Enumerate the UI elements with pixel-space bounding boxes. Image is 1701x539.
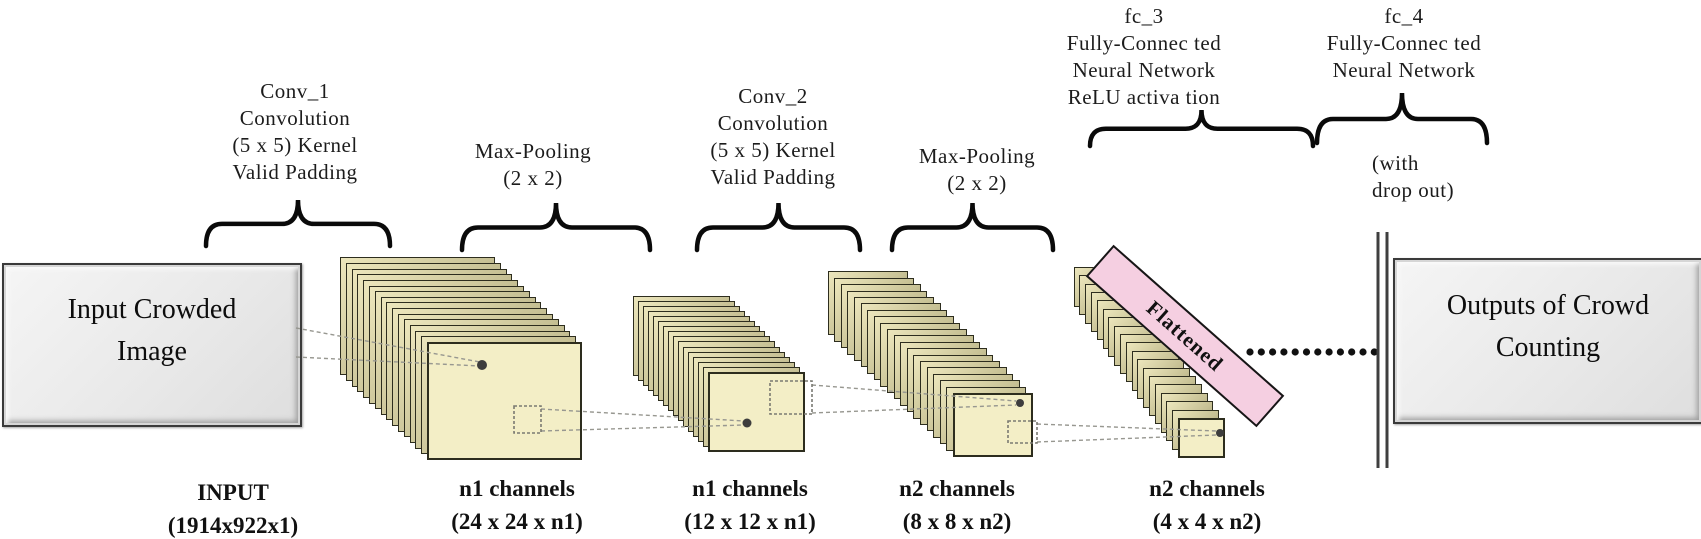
dim-line: (8 x 8 x n2) <box>902 509 1012 534</box>
maxpool2-label: Max-Pooling (2 x 2) <box>867 143 1087 197</box>
dotted-line-dot <box>1291 348 1299 356</box>
dotted-line-dot <box>1246 348 1254 356</box>
dotted-line-dot <box>1359 348 1367 356</box>
pool2-stack-front-face <box>1178 418 1225 458</box>
maxpool2-line: Max-Pooling <box>918 144 1036 168</box>
pool1-dims-label: n1 channels (12 x 12 x n1) <box>640 472 860 538</box>
dropout-note: (with drop out) <box>1372 150 1512 204</box>
dim-line: (24 x 24 x n1) <box>451 509 583 534</box>
pool1-stack-front-face <box>708 372 805 452</box>
dim-line: n2 channels <box>899 476 1015 501</box>
brace-icon <box>694 202 863 253</box>
conv1-line: Conv_1 <box>260 79 330 103</box>
brace-icon <box>889 202 1056 253</box>
brace-icon <box>1314 92 1490 146</box>
fc3-label: fc_3 Fully-Connec ted Neural Network ReL… <box>1034 3 1254 111</box>
maxpool1-line: Max-Pooling <box>474 139 592 163</box>
conv1-stack-front-face <box>427 342 582 460</box>
conv2-stack-front-face <box>953 393 1033 457</box>
dotted-line-dot <box>1370 348 1378 356</box>
conv2-line: Valid Padding <box>710 165 836 189</box>
output-box-line2: Counting <box>1495 332 1601 363</box>
conv2-line: (5 x 5) Kernel <box>710 138 836 162</box>
conv2-line: Convolution <box>717 111 829 135</box>
conv1-label: Conv_1 Convolution (5 x 5) Kernel Valid … <box>185 78 405 186</box>
input-box-line2: Image <box>117 336 187 367</box>
fc4-line: fc_4 <box>1384 4 1424 28</box>
dim-line: n1 channels <box>459 476 575 501</box>
brace-icon <box>459 202 653 253</box>
fc3-line: ReLU activa tion <box>1067 85 1221 109</box>
dotted-line-dot <box>1325 348 1333 356</box>
conv2-label: Conv_2 Convolution (5 x 5) Kernel Valid … <box>663 83 883 191</box>
dim-line: INPUT <box>197 480 269 505</box>
input-box-text: Input Crowded Image <box>68 289 237 373</box>
fc3-line: Neural Network <box>1072 58 1216 82</box>
dim-line: n1 channels <box>692 476 808 501</box>
dotted-line-dot <box>1280 348 1288 356</box>
fc3-line: Fully-Connec ted <box>1066 31 1222 55</box>
conv2-dims-label: n2 channels (8 x 8 x n2) <box>847 472 1067 538</box>
input-image-box: Input Crowded Image <box>2 263 302 427</box>
dropout-line: drop out) <box>1372 178 1455 202</box>
brace-icon <box>1087 109 1316 149</box>
pool2-dims-label: n2 channels (4 x 4 x n2) <box>1097 472 1317 538</box>
conv1-line: Convolution <box>239 106 351 130</box>
dim-line: n2 channels <box>1149 476 1265 501</box>
fc4-line: Neural Network <box>1332 58 1476 82</box>
fc3-line: fc_3 <box>1124 4 1164 28</box>
dim-line: (1914x922x1) <box>167 513 299 538</box>
output-box-line1: Outputs of Crowd <box>1446 290 1650 321</box>
maxpool2-line: (2 x 2) <box>947 171 1007 195</box>
dotted-line-dot <box>1257 348 1265 356</box>
brace-icon <box>203 199 393 249</box>
conv1-line: Valid Padding <box>232 160 358 184</box>
dim-line: (4 x 4 x n2) <box>1152 509 1262 534</box>
dim-line: (12 x 12 x n1) <box>684 509 816 534</box>
input-box-line1: Input Crowded <box>67 294 237 325</box>
dotted-line-dot <box>1269 348 1277 356</box>
input-dims-label: INPUT (1914x922x1) <box>133 476 333 539</box>
dropout-line: (with <box>1372 151 1419 175</box>
output-box: Outputs of Crowd Counting <box>1393 258 1701 424</box>
conv2-line: Conv_2 <box>738 84 808 108</box>
dotted-line-dot <box>1348 348 1356 356</box>
output-box-text: Outputs of Crowd Counting <box>1447 285 1649 369</box>
maxpool1-line: (2 x 2) <box>503 166 563 190</box>
fc4-label: fc_4 Fully-Connec ted Neural Network <box>1294 3 1514 84</box>
conv1-dims-label: n1 channels (24 x 24 x n1) <box>407 472 627 538</box>
dotted-line-dot <box>1302 348 1311 356</box>
dotted-line-dot <box>1314 348 1322 356</box>
maxpool1-label: Max-Pooling (2 x 2) <box>423 138 643 192</box>
dotted-line-dot <box>1336 348 1344 356</box>
fc4-line: Fully-Connec ted <box>1326 31 1482 55</box>
conv1-line: (5 x 5) Kernel <box>232 133 358 157</box>
